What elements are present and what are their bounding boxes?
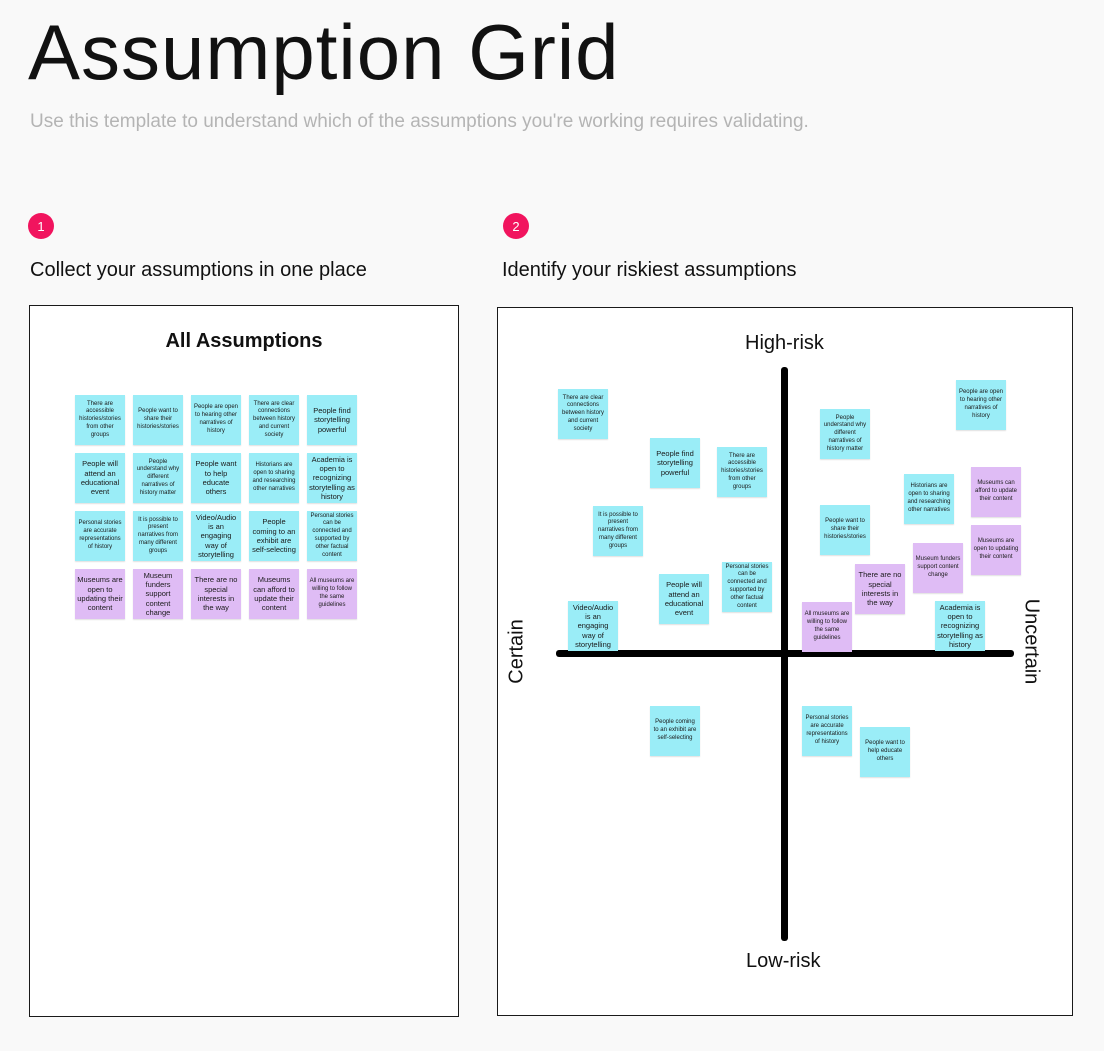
sticky-note[interactable]: People want to help educate others — [191, 453, 241, 503]
sticky-note[interactable]: It is possible to present narratives fro… — [593, 506, 643, 556]
sticky-note[interactable]: People want to share their histories/sto… — [133, 395, 183, 445]
axis-label-low-risk: Low-risk — [746, 950, 821, 972]
step-2-badge: 2 — [503, 213, 529, 239]
sticky-note[interactable]: There are no special interests in the wa… — [855, 564, 905, 614]
axis-label-high-risk: High-risk — [745, 332, 824, 354]
sticky-note[interactable]: People will attend an educational event — [75, 453, 125, 503]
sticky-note[interactable]: There are clear connections between hist… — [558, 389, 608, 439]
sticky-note[interactable]: Museum funders support content change — [133, 569, 183, 619]
step-1-badge: 1 — [28, 213, 54, 239]
sticky-note[interactable]: Video/Audio is an engaging way of storyt… — [568, 601, 618, 651]
sticky-note[interactable]: Personal stories can be connected and su… — [722, 562, 772, 612]
step-2-label: Identify your riskiest assumptions — [502, 259, 797, 281]
page-title: Assumption Grid — [28, 8, 620, 96]
sticky-note[interactable]: There are accessible histories/stories f… — [717, 447, 767, 497]
sticky-note[interactable]: People want to help educate others — [860, 727, 910, 777]
sticky-note[interactable]: People coming to an exhibit are self-sel… — [650, 706, 700, 756]
sticky-note[interactable]: People will attend an educational event — [659, 574, 709, 624]
sticky-note[interactable]: Historians are open to sharing and resea… — [249, 453, 299, 503]
sticky-note[interactable]: People want to share their histories/sto… — [820, 505, 870, 555]
sticky-note[interactable]: Museums are open to updating their conte… — [75, 569, 125, 619]
sticky-note[interactable]: People find storytelling powerful — [307, 395, 357, 445]
sticky-note[interactable]: All museums are willing to follow the sa… — [307, 569, 357, 619]
sticky-note[interactable]: Personal stories can be connected and su… — [307, 511, 357, 561]
sticky-note[interactable]: People are open to hearing other narrati… — [191, 395, 241, 445]
axis-label-uncertain: Uncertain — [1020, 598, 1043, 685]
sticky-note[interactable]: Museum funders support content change — [913, 543, 963, 593]
horizontal-axis — [556, 650, 1014, 657]
sticky-note[interactable]: Personal stories are accurate representa… — [75, 511, 125, 561]
sticky-note[interactable]: People understand why different narrativ… — [133, 453, 183, 503]
sticky-note[interactable]: People find storytelling powerful — [650, 438, 700, 488]
sticky-note[interactable]: Museums can afford to update their conte… — [971, 467, 1021, 517]
sticky-note[interactable]: There are clear connections between hist… — [249, 395, 299, 445]
sticky-note[interactable]: Museums are open to updating their conte… — [971, 525, 1021, 575]
all-assumptions-board[interactable]: All Assumptions There are accessible his… — [29, 305, 459, 1017]
sticky-note[interactable]: Academia is open to recognizing storytel… — [935, 601, 985, 651]
sticky-note[interactable]: Academia is open to recognizing storytel… — [307, 453, 357, 503]
sticky-note[interactable]: It is possible to present narratives fro… — [133, 511, 183, 561]
sticky-note[interactable]: There are no special interests in the wa… — [191, 569, 241, 619]
page-subtitle: Use this template to understand which of… — [30, 111, 809, 132]
sticky-note[interactable]: Personal stories are accurate representa… — [802, 706, 852, 756]
sticky-note[interactable]: There are accessible histories/stories f… — [75, 395, 125, 445]
board-heading: All Assumptions — [165, 330, 323, 352]
step-1-label: Collect your assumptions in one place — [30, 259, 367, 281]
sticky-note[interactable]: People coming to an exhibit are self-sel… — [249, 511, 299, 561]
sticky-note[interactable]: People understand why different narrativ… — [820, 409, 870, 459]
axis-label-certain: Certain — [505, 619, 528, 684]
sticky-note[interactable]: Museums can afford to update their conte… — [249, 569, 299, 619]
sticky-note[interactable]: All museums are willing to follow the sa… — [802, 602, 852, 652]
risk-grid-board[interactable]: High-risk Low-risk Certain Uncertain The… — [497, 307, 1073, 1016]
sticky-note[interactable]: Historians are open to sharing and resea… — [904, 474, 954, 524]
sticky-note[interactable]: Video/Audio is an engaging way of storyt… — [191, 511, 241, 561]
sticky-note[interactable]: People are open to hearing other narrati… — [956, 380, 1006, 430]
